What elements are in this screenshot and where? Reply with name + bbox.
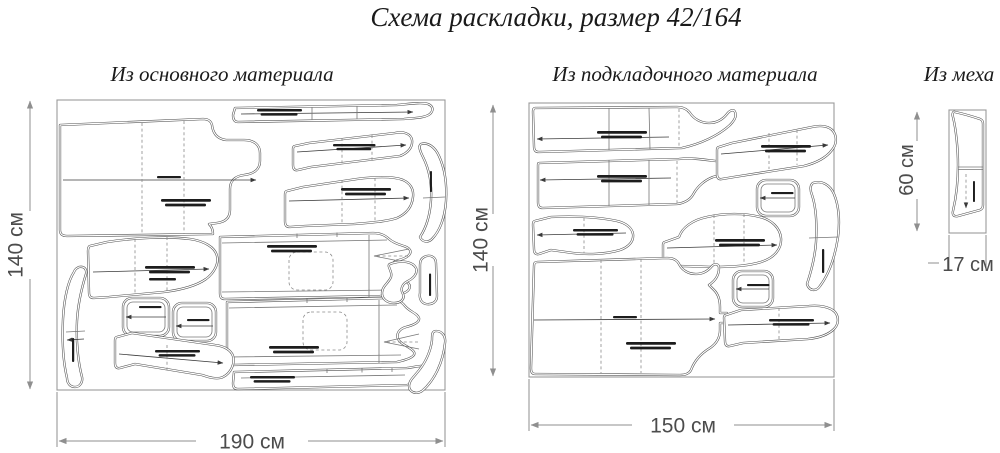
pattern-piece — [529, 256, 729, 377]
fabric-boundary — [948, 109, 987, 234]
main-material-diagram: 140 см 190 см — [5, 99, 448, 453]
pattern-piece — [283, 176, 415, 229]
pattern-piece — [231, 364, 434, 391]
fur-pieces — [951, 110, 985, 218]
width-dimension: 150 см — [528, 379, 835, 438]
pattern-piece-pocket — [171, 301, 218, 343]
pattern-piece — [225, 296, 421, 367]
section-header-lining-material: Из подкладочного материала — [552, 62, 818, 86]
piece-label — [149, 278, 176, 281]
pattern-piece — [531, 215, 635, 256]
height-dimension: 140 см — [5, 100, 34, 390]
pattern-piece — [418, 142, 448, 243]
piece-label — [72, 338, 75, 362]
pattern-piece-pocket — [121, 296, 171, 338]
pattern-piece-pocket — [755, 178, 801, 218]
piece-label — [771, 192, 794, 195]
piece-label — [139, 306, 162, 309]
pattern-piece — [86, 236, 219, 300]
pattern-piece — [291, 131, 414, 172]
piece-label — [429, 273, 432, 296]
lining-material-diagram: 140 см 150 см — [470, 102, 841, 438]
pattern-piece — [722, 304, 840, 348]
width-dimension: 190 см — [56, 392, 446, 453]
main-material-pieces — [58, 102, 448, 394]
width-dimension-label: 17 см — [942, 254, 994, 276]
piece-label — [747, 284, 770, 287]
piece-label — [613, 316, 637, 319]
height-dimension-label: 140 см — [5, 212, 28, 278]
pattern-piece — [58, 117, 262, 238]
height-dimension: 60 см — [896, 111, 921, 232]
pattern-piece-pocket — [731, 269, 775, 309]
lining-material-pieces — [529, 105, 841, 377]
width-dimension-label: 150 см — [650, 415, 716, 438]
height-dimension-label: 60 см — [896, 144, 918, 196]
section-header-main-material: Из основного материала — [110, 62, 334, 86]
pattern-piece — [715, 124, 838, 181]
section-header-fur: Из меха — [923, 62, 995, 86]
pattern-piece — [407, 329, 447, 394]
page-title: Схема раскладки, размер 42/164 — [370, 2, 742, 32]
pattern-piece — [951, 110, 985, 218]
width-dimension: 17 см — [928, 235, 994, 276]
piece-label — [822, 249, 825, 273]
piece-label — [157, 176, 181, 179]
height-dimension: 140 см — [470, 104, 497, 377]
pattern-piece — [418, 254, 439, 306]
fabric-boundary — [56, 99, 446, 391]
pattern-piece — [113, 331, 235, 380]
piece-label — [187, 319, 210, 322]
width-dimension-label: 190 см — [219, 431, 285, 453]
pattern-piece — [231, 102, 434, 124]
fur-diagram: 60 см 17 см — [896, 109, 994, 276]
pattern-piece — [536, 157, 734, 210]
pattern-piece — [661, 212, 783, 270]
piece-label — [430, 171, 432, 192]
pattern-piece — [531, 105, 737, 154]
pattern-piece — [61, 265, 88, 389]
piece-label — [973, 181, 975, 202]
height-dimension-label: 140 см — [470, 207, 493, 273]
